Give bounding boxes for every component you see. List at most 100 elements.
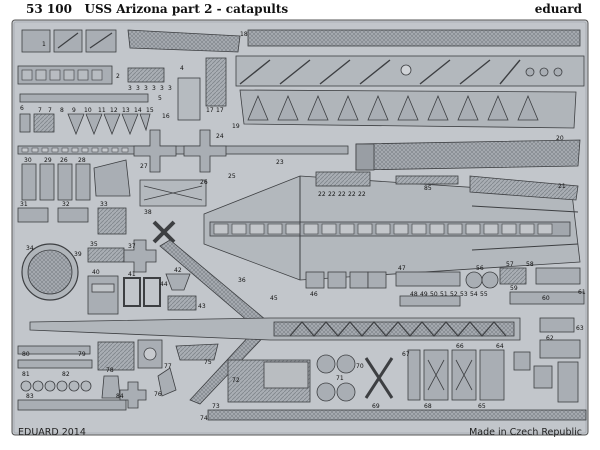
- part-34: [152, 220, 176, 244]
- label-78: 78: [106, 367, 114, 374]
- parts-7-15: [19, 113, 151, 136]
- label-33: 33: [100, 201, 108, 208]
- part-46: [305, 271, 387, 289]
- label-21: 21: [558, 183, 566, 190]
- label-38: 38: [144, 209, 152, 216]
- label-65: 65: [478, 403, 486, 410]
- label-75: 75: [204, 359, 212, 366]
- part-18: [247, 29, 581, 47]
- label-34: 34: [26, 245, 34, 252]
- part-43: [167, 295, 197, 311]
- label-54: 54: [470, 291, 478, 298]
- label-53: 53: [460, 291, 468, 298]
- part-number-labels: 1 2 3 3 3 3 3 3 4 5 6 7 7 8 9 10 11 12 1…: [20, 31, 586, 422]
- part-37: [123, 239, 157, 273]
- label-57: 57: [506, 261, 514, 268]
- label-69: 69: [372, 403, 380, 410]
- label-3d: 3: [152, 85, 156, 92]
- label-51: 51: [440, 291, 448, 298]
- part-20: [355, 139, 581, 171]
- parts-47-56: [395, 267, 581, 289]
- part-4: [127, 29, 241, 53]
- label-28: 28: [78, 157, 86, 164]
- label-40: 40: [92, 269, 100, 276]
- label-66: 66: [456, 343, 464, 350]
- label-48: 48: [410, 291, 418, 298]
- part-22: [315, 171, 371, 187]
- label-76: 76: [154, 391, 162, 398]
- label-50: 50: [430, 291, 438, 298]
- label-42: 42: [174, 267, 182, 274]
- part-41: [123, 277, 161, 307]
- label-16: 16: [162, 113, 170, 120]
- part-6: [19, 93, 149, 103]
- part-42: [165, 273, 191, 291]
- part-50: [399, 295, 461, 307]
- label-22a: 22: [318, 191, 326, 198]
- parts: [17, 29, 587, 421]
- label-9: 9: [72, 107, 76, 114]
- parts-76-84: [17, 339, 219, 411]
- label-85: 85: [424, 185, 432, 192]
- label-4: 4: [180, 65, 184, 72]
- parts-70-71: [316, 354, 356, 402]
- origin-label: Made in Czech Republic: [469, 427, 582, 438]
- label-23: 23: [276, 159, 284, 166]
- label-22e: 22: [358, 191, 366, 198]
- label-8: 8: [60, 107, 64, 114]
- part-19: [235, 55, 585, 129]
- part-63: [539, 317, 575, 333]
- label-3b: 3: [136, 85, 140, 92]
- label-61: 61: [578, 289, 586, 296]
- brand-logo: eduard: [534, 2, 582, 16]
- label-44: 44: [160, 281, 168, 288]
- part-73: [207, 409, 587, 421]
- label-24: 24: [216, 133, 224, 140]
- label-45: 45: [270, 295, 278, 302]
- label-10: 10: [84, 107, 92, 114]
- label-19: 19: [232, 123, 240, 130]
- label-1: 1: [42, 41, 46, 48]
- label-11: 11: [98, 107, 106, 114]
- part-5: [177, 77, 201, 121]
- part-21: [203, 175, 581, 281]
- label-77: 77: [164, 363, 172, 370]
- label-31: 31: [20, 201, 28, 208]
- label-22d: 22: [348, 191, 356, 198]
- label-3f: 3: [168, 85, 172, 92]
- label-60: 60: [542, 295, 550, 302]
- label-27: 27: [140, 163, 148, 170]
- label-52: 52: [450, 291, 458, 298]
- label-3e: 3: [160, 85, 164, 92]
- label-81: 81: [22, 371, 30, 378]
- label-80: 80: [22, 351, 30, 358]
- set-title: USS Arizona part 2 - catapults: [84, 2, 289, 16]
- label-13: 13: [122, 107, 130, 114]
- label-43: 43: [198, 303, 206, 310]
- label-20: 20: [556, 135, 564, 142]
- label-22c: 22: [338, 191, 346, 198]
- label-36: 36: [238, 277, 246, 284]
- part-40: [87, 275, 119, 315]
- label-58: 58: [526, 261, 534, 268]
- label-49: 49: [420, 291, 428, 298]
- label-47: 47: [398, 265, 406, 272]
- part-69: [364, 357, 394, 399]
- parts-26-33: [17, 159, 207, 235]
- label-32: 32: [62, 201, 70, 208]
- label-74: 74: [200, 415, 208, 422]
- label-17b: 17: [216, 107, 224, 114]
- label-26b: 26: [200, 179, 208, 186]
- label-15: 15: [146, 107, 154, 114]
- label-35: 35: [90, 241, 98, 248]
- label-84: 84: [116, 393, 124, 400]
- label-5: 5: [158, 95, 162, 102]
- label-79: 79: [78, 351, 86, 358]
- label-22b: 22: [328, 191, 336, 198]
- label-41: 41: [128, 271, 136, 278]
- label-37: 37: [128, 243, 136, 250]
- label-62: 62: [546, 335, 554, 342]
- label-59: 59: [510, 285, 518, 292]
- part-60: [509, 291, 585, 305]
